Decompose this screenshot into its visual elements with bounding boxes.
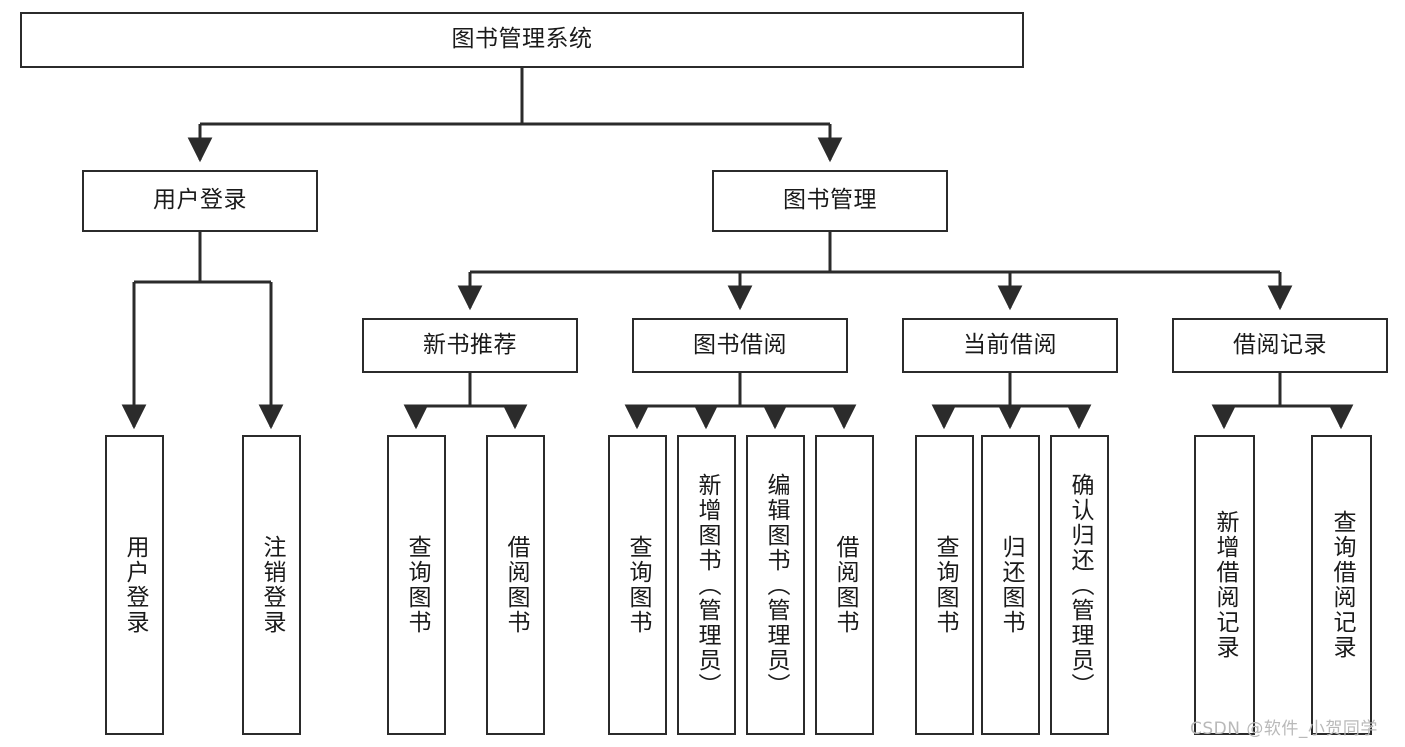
node-leaf-user-login[interactable]: 用户登录 bbox=[105, 435, 164, 735]
node-book-manage-label: 图书管理 bbox=[783, 187, 877, 214]
node-user-login-label: 用户登录 bbox=[153, 187, 247, 214]
node-leaf-query-record-label: 查询借阅记录 bbox=[1329, 510, 1355, 660]
node-leaf-borrow-book-2-label: 借阅图书 bbox=[832, 535, 858, 635]
node-leaf-borrow-book-1[interactable]: 借阅图书 bbox=[486, 435, 545, 735]
node-root-label: 图书管理系统 bbox=[451, 26, 593, 53]
node-root[interactable]: 图书管理系统 bbox=[20, 12, 1024, 68]
node-leaf-borrow-book-2[interactable]: 借阅图书 bbox=[815, 435, 874, 735]
node-leaf-return-book[interactable]: 归还图书 bbox=[981, 435, 1040, 735]
node-book-manage[interactable]: 图书管理 bbox=[712, 170, 948, 232]
node-leaf-logout-login-label: 注销登录 bbox=[259, 535, 285, 635]
node-leaf-edit-book-label: 编辑图书（管理员） bbox=[763, 472, 789, 698]
node-leaf-confirm-return-label: 确认归还（管理员） bbox=[1067, 472, 1093, 698]
node-current-borrow-label: 当前借阅 bbox=[963, 331, 1057, 358]
node-borrow-record[interactable]: 借阅记录 bbox=[1172, 318, 1388, 373]
node-leaf-query-book-1[interactable]: 查询图书 bbox=[387, 435, 446, 735]
node-leaf-add-book-label: 新增图书（管理员） bbox=[694, 472, 720, 698]
node-new-book-recommend-label: 新书推荐 bbox=[423, 331, 517, 358]
node-user-login[interactable]: 用户登录 bbox=[82, 170, 318, 232]
node-leaf-query-book-2[interactable]: 查询图书 bbox=[608, 435, 667, 735]
node-current-borrow[interactable]: 当前借阅 bbox=[902, 318, 1118, 373]
node-leaf-query-book-2-label: 查询图书 bbox=[625, 535, 651, 635]
node-leaf-return-book-label: 归还图书 bbox=[998, 535, 1024, 635]
node-leaf-query-book-3-label: 查询图书 bbox=[932, 535, 958, 635]
node-leaf-query-book-3[interactable]: 查询图书 bbox=[915, 435, 974, 735]
node-borrow-record-label: 借阅记录 bbox=[1233, 331, 1327, 358]
node-new-book-recommend[interactable]: 新书推荐 bbox=[362, 318, 578, 373]
node-leaf-edit-book[interactable]: 编辑图书（管理员） bbox=[746, 435, 805, 735]
node-leaf-user-login-label: 用户登录 bbox=[122, 535, 148, 635]
node-leaf-logout-login[interactable]: 注销登录 bbox=[242, 435, 301, 735]
csdn-watermark: CSDN @软件_小贺同学 bbox=[1190, 719, 1378, 739]
node-leaf-confirm-return[interactable]: 确认归还（管理员） bbox=[1050, 435, 1109, 735]
node-leaf-borrow-book-1-label: 借阅图书 bbox=[503, 535, 529, 635]
node-leaf-add-record-label: 新增借阅记录 bbox=[1212, 510, 1238, 660]
node-book-borrow-label: 图书借阅 bbox=[693, 331, 787, 358]
node-book-borrow[interactable]: 图书借阅 bbox=[632, 318, 848, 373]
node-leaf-add-record[interactable]: 新增借阅记录 bbox=[1194, 435, 1255, 735]
node-leaf-query-record[interactable]: 查询借阅记录 bbox=[1311, 435, 1372, 735]
node-leaf-query-book-1-label: 查询图书 bbox=[404, 535, 430, 635]
node-leaf-add-book[interactable]: 新增图书（管理员） bbox=[677, 435, 736, 735]
